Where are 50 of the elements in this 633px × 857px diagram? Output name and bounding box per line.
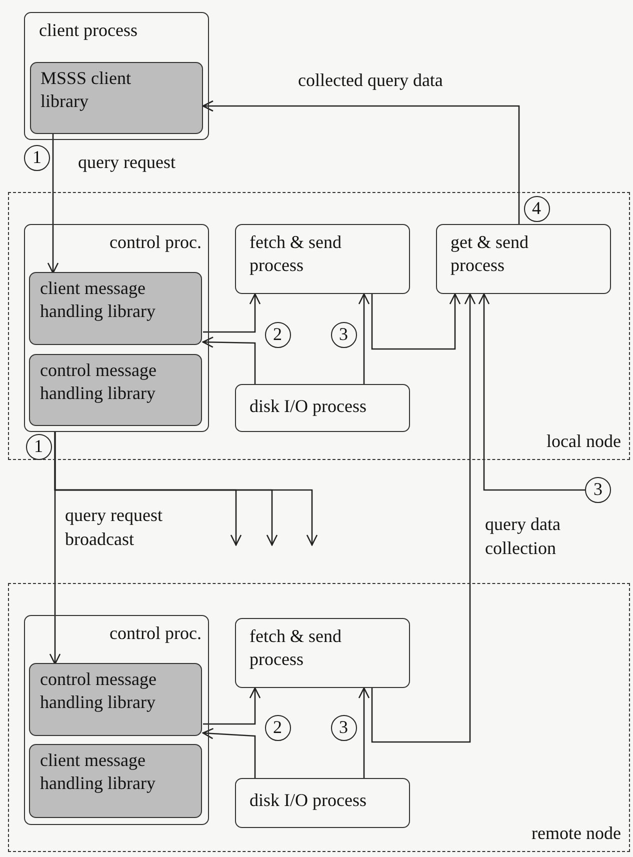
arrow (358, 293, 370, 384)
region-label: remote node (532, 822, 621, 845)
process-box (24, 614, 208, 824)
node-region (8, 192, 630, 460)
step-circle: 4 (524, 196, 550, 222)
library-box (29, 272, 202, 345)
box-label: client message handling library (40, 277, 156, 324)
library-box (29, 663, 202, 736)
process-box (234, 778, 410, 828)
process-box (24, 224, 208, 432)
arrow (358, 687, 370, 778)
arrow (202, 728, 256, 778)
box-label: control message handling library (40, 668, 158, 714)
node-region (8, 583, 630, 852)
step-circle: 2 (264, 322, 290, 348)
arrow (54, 432, 318, 546)
box-label: get & send process (450, 230, 530, 277)
arrow (203, 687, 261, 725)
box-label: control proc. (110, 230, 202, 254)
step-circle: 3 (330, 322, 356, 348)
arrow (371, 293, 461, 350)
arrow (478, 293, 585, 491)
process-box (436, 224, 610, 294)
box-label: fetch & send process (250, 624, 342, 671)
step-circle: 2 (264, 714, 290, 740)
box-label: fetch & send process (250, 230, 342, 277)
library-box (30, 62, 202, 134)
step-circle: 1 (26, 434, 52, 460)
box-label: disk I/O process (250, 788, 366, 812)
box-label: control message handling library (40, 359, 158, 406)
arrow (47, 134, 59, 274)
box-label: MSSS client library (40, 66, 132, 113)
step-circle: 3 (585, 477, 611, 503)
step-circle: 1 (24, 145, 50, 171)
process-box (234, 618, 410, 688)
process-box (234, 224, 410, 294)
process-box (234, 384, 410, 432)
arrow (202, 100, 520, 224)
arrow (203, 293, 261, 333)
arrow (371, 293, 476, 743)
box-label: control proc. (110, 622, 202, 645)
box-label: client message handling library (40, 749, 156, 796)
step-circle: 3 (330, 714, 356, 740)
library-box (29, 354, 202, 426)
box-label: client process (39, 19, 138, 42)
library-box (29, 744, 202, 818)
region-label: local node (546, 430, 621, 453)
process-box (24, 12, 209, 140)
box-label: disk I/O process (250, 394, 366, 418)
arrow (202, 336, 256, 384)
